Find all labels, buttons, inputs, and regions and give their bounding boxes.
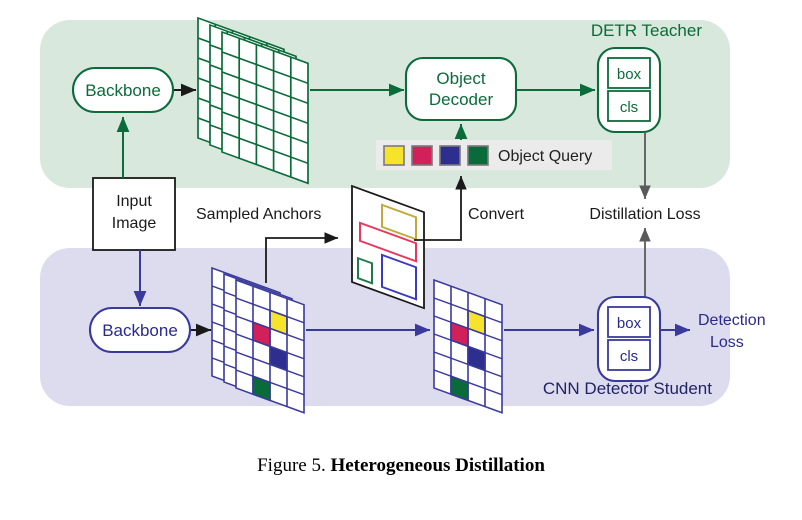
object-query-swatches [383, 145, 489, 166]
anchor-box-green [357, 256, 373, 285]
teacher-feature-map [197, 16, 309, 185]
teacher-head-cls-label: cls [620, 99, 638, 116]
teacher-prediction-head[interactable]: box cls [596, 46, 662, 134]
anchor-box-red [359, 221, 417, 263]
anchor-box-blue [381, 253, 417, 301]
input-image-label-line2: Image [112, 215, 157, 232]
object-query-swatch-crimson [411, 145, 433, 166]
figure-number: Figure 5. [257, 455, 326, 476]
distillation-loss-label: Distillation Loss [589, 206, 700, 223]
student-feature-map [211, 266, 305, 414]
sampled-anchors-label: Sampled Anchors [196, 206, 321, 223]
student-backbone-label: Backbone [102, 321, 178, 340]
object-query-label: Object Query [498, 148, 592, 165]
student-head-cls-label: cls [620, 348, 638, 365]
figure-caption: Figure 5. Heterogeneous Distillation [0, 455, 802, 477]
student-prediction-head[interactable]: box cls [596, 295, 662, 383]
student-panel-label: CNN Detector Student [543, 379, 712, 398]
input-image-node[interactable]: Input Image [92, 177, 176, 251]
object-query-swatch-yellow [383, 145, 405, 166]
object-decoder-node[interactable]: Object Decoder [404, 56, 518, 122]
detection-loss-label-line2: Loss [710, 334, 744, 351]
teacher-head-box-label: box [617, 66, 642, 83]
input-image-label-line1: Input [116, 193, 152, 210]
student-head-box-label: box [617, 315, 642, 332]
sampled-anchors-panel [351, 184, 425, 310]
object-query-swatch-blue [439, 145, 461, 166]
student-backbone-node[interactable]: Backbone [88, 306, 192, 354]
teacher-backbone-label: Backbone [85, 81, 161, 100]
arrow-anchors-to-objectquery [414, 175, 467, 241]
teacher-panel-label: DETR Teacher [591, 21, 703, 40]
object-decoder-label-line1: Object [436, 69, 485, 88]
convert-label: Convert [468, 206, 525, 223]
figure-title: Heterogeneous Distillation [330, 455, 545, 476]
student-feature-map-2 [433, 278, 503, 414]
object-query-swatch-green [467, 145, 489, 166]
object-decoder-label-line2: Decoder [429, 90, 494, 109]
detection-loss-label-line1: Detection [698, 312, 766, 329]
anchor-box-yellow [381, 203, 417, 241]
teacher-backbone-node[interactable]: Backbone [71, 66, 175, 114]
arrow-featuremap-to-anchors [265, 232, 339, 283]
